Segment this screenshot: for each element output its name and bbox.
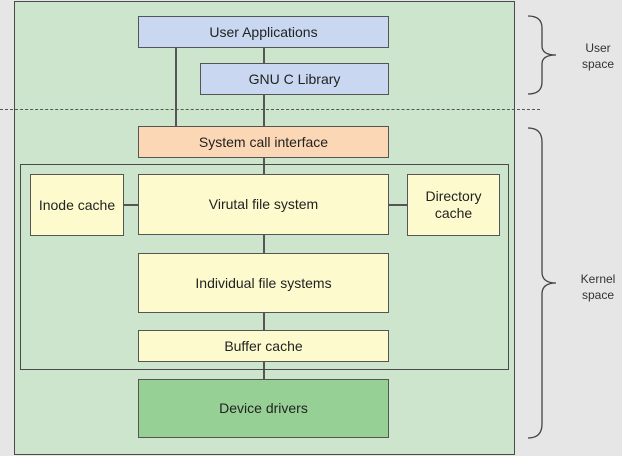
system-call-interface-box: System call interface (138, 126, 389, 158)
connector-apps-to-glibc (263, 48, 265, 63)
connector-individual-to-buffer (263, 313, 265, 330)
virtual-file-system-label: Virutal file system (208, 196, 319, 213)
connector-apps-to-syscall (175, 48, 177, 126)
device-drivers-label: Device drivers (219, 400, 308, 417)
buffer-cache-label: Buffer cache (224, 337, 303, 354)
individual-file-systems-label: Individual file systems (195, 274, 332, 291)
connector-syscall-to-vfs (263, 158, 265, 175)
kernel-space-brace (527, 127, 557, 439)
gnu-c-library-label: GNU C Library (248, 70, 341, 87)
filesystem-group (20, 164, 509, 370)
inode-cache-box: Inode cache (30, 174, 124, 236)
connector-inode-to-vfs (124, 204, 139, 206)
user-kernel-boundary (0, 109, 540, 110)
system-call-interface-label: System call interface (198, 133, 329, 150)
connector-buffer-to-drivers (263, 362, 265, 379)
connector-vfs-to-directory (389, 204, 407, 206)
virtual-file-system-box: Virutal file system (138, 174, 389, 235)
user-applications-label: User Applications (209, 23, 318, 40)
user-space-brace (527, 15, 557, 95)
gnu-c-library-box: GNU C Library (200, 63, 389, 95)
directory-cache-box: Directory cache (407, 174, 500, 236)
inode-cache-label: Inode cache (38, 196, 116, 213)
user-applications-box: User Applications (138, 16, 389, 48)
directory-cache-label: Directory cache (425, 188, 482, 221)
individual-file-systems-box: Individual file systems (138, 253, 389, 313)
device-drivers-box: Device drivers (138, 379, 389, 438)
buffer-cache-box: Buffer cache (138, 330, 389, 362)
user-space-label: User space (581, 41, 615, 72)
kernel-space-label: Kernel space (580, 272, 616, 303)
connector-glibc-to-syscall (263, 95, 265, 126)
connector-vfs-to-individual (263, 235, 265, 253)
